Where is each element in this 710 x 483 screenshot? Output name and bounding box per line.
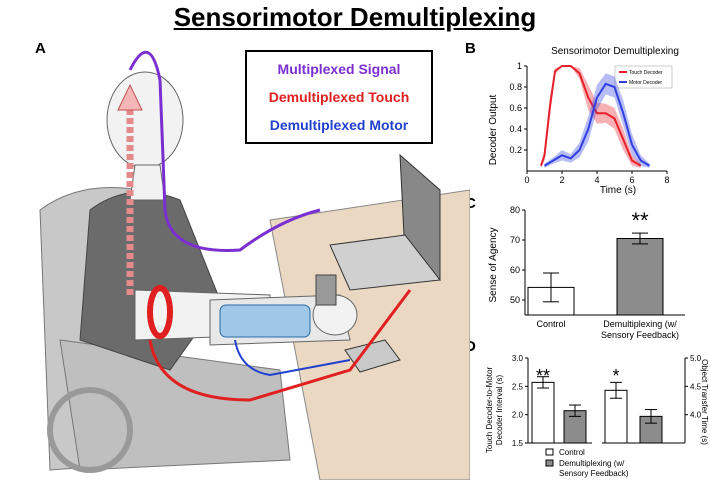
chart-c-ylabel: Sense of Agency (488, 227, 499, 302)
chart-b-legend (614, 65, 673, 89)
chart-d: Touch Decoder-to-Motor Decoder Interval … (485, 354, 709, 478)
chart-b-xtick-label: 8 (664, 175, 669, 185)
chart-b-xlabel: Time (s) (600, 185, 636, 196)
electrode-sleeve (219, 304, 311, 338)
neck (129, 164, 166, 201)
chart-c-ytick-label: 70 (510, 235, 520, 245)
legend-multiplexed: Multiplexed Signal (278, 61, 401, 77)
chart-c-bar-demux (616, 238, 664, 316)
chart-d-sig-right: * (612, 366, 619, 386)
chart-b-xtick-label: 6 (629, 175, 634, 185)
laptop-base (329, 234, 441, 291)
chart-b-ytick-label: 0.2 (509, 145, 522, 155)
touch-wire (148, 289, 412, 402)
motor-wire (234, 339, 351, 377)
chart-c-cat-demux-2: Sensory Feedback) (601, 330, 679, 340)
legend-control-label: Control (559, 448, 585, 457)
head (106, 71, 184, 169)
chart-d-left-ytick-label: 2.0 (512, 411, 524, 420)
chart-c-ytick-label: 80 (510, 205, 520, 215)
chart-d-bar-interval-control (531, 381, 555, 444)
chart-c-significance: ** (631, 208, 649, 233)
chart-d-left-ytick-label: 1.5 (512, 439, 524, 448)
chart-b-ylabel: Decoder Output (488, 94, 499, 165)
chart-c-ytick-label: 50 (510, 295, 520, 305)
wheelchair-wheel (47, 387, 133, 473)
legend-control-swatch (545, 448, 554, 456)
chart-d-right-ytick-label: 4.0 (690, 411, 702, 420)
chart-d-ylabel-1: Touch Decoder-to-Motor (485, 367, 494, 454)
chart-d-sig-left: ** (536, 366, 550, 386)
chart-b-xtick-label: 0 (524, 175, 529, 185)
panel-a-illustration (39, 50, 470, 480)
cup (315, 274, 337, 306)
chart-d-left-ytick-label: 2.5 (512, 382, 524, 391)
chart-d-ylabel-2: Decoder Interval (s) (495, 375, 504, 446)
panel-label-a: A (35, 40, 46, 57)
chart-c-ytick-label: 60 (510, 265, 520, 275)
legend-demux-label-1: Demultiplexing (w/ (559, 459, 625, 468)
legend-touch-label: Touch Decoder (629, 70, 663, 76)
chart-d-right-ylabel: Object Transfer Time (s) (700, 359, 709, 445)
chart-b-xtick-label: 2 (559, 175, 564, 185)
panel-label-d: D (465, 338, 476, 355)
chart-b: Sensorimotor Demultiplexing Time (s) Dec… (488, 46, 679, 196)
touch-decoder-line (540, 65, 642, 167)
panel-label-b: B (465, 40, 476, 57)
chart-b-ytick-label: 0.4 (509, 124, 522, 134)
multiplexed-wire (128, 50, 321, 252)
chart-c-cat-demux-1: Demultiplexing (w/ (603, 319, 677, 329)
legend-demux-label-2: Sensory Feedback) (559, 469, 629, 478)
chart-b-ytick-label: 0.8 (509, 82, 522, 92)
panel-label-c: C (465, 195, 476, 212)
figure-title: Sensorimotor Demultiplexing (173, 2, 537, 32)
chart-b-xtick-label: 4 (594, 175, 599, 185)
chart-c-cat-control: Control (536, 319, 565, 329)
legend-touch: Demultiplexed Touch (269, 89, 410, 105)
legend-motor-label: Motor Decoder (629, 80, 662, 86)
chart-b-ytick-label: 0.6 (509, 103, 522, 113)
legend-motor: Demultiplexed Motor (270, 117, 409, 133)
wheelchair-seat (59, 339, 291, 471)
chart-b-ytick-label: 1 (517, 61, 522, 71)
legend-demux-swatch (545, 459, 554, 467)
motor-decoder-line (543, 82, 651, 167)
panel-a-legend: Multiplexed Signal Demultiplexed Touch D… (245, 50, 433, 144)
chart-c: Sense of Agency Control Demultiplexing (… (488, 205, 685, 340)
chart-d-right-ytick-label: 4.5 (690, 382, 702, 391)
chart-d-left-ytick-label: 3.0 (512, 354, 524, 363)
up-arrow-icon (117, 83, 143, 111)
chart-d-right-ytick-label: 5.0 (690, 354, 702, 363)
chart-b-title: Sensorimotor Demultiplexing (551, 46, 679, 57)
touch-cuff (147, 285, 173, 339)
